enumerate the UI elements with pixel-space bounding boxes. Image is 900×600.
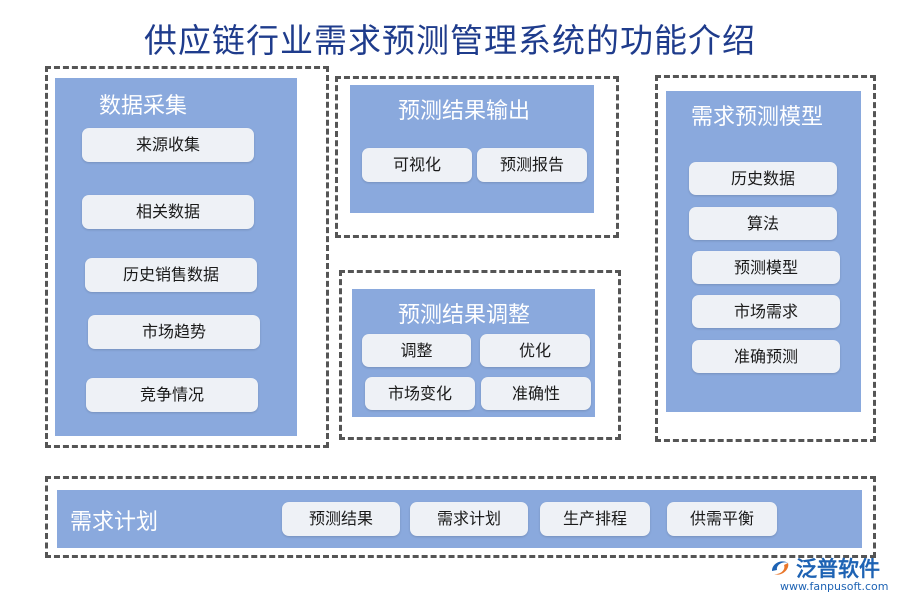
- demand-model-frame: [655, 75, 876, 442]
- forecast-output-panel: 预测结果输出 可视化 预测报告: [350, 85, 594, 213]
- demand-plan-item: 生产排程: [540, 502, 650, 536]
- data-collection-item: 市场趋势: [88, 315, 260, 349]
- forecast-output-item: 可视化: [362, 148, 472, 182]
- demand-plan-frame: [45, 476, 876, 558]
- logo-name: 泛普软件: [796, 557, 880, 581]
- forecast-output-frame: [335, 76, 619, 238]
- forecast-adjust-item: 调整: [362, 334, 471, 367]
- demand-plan-title: 需求计划: [70, 510, 159, 535]
- data-collection-item: 竞争情况: [86, 378, 258, 412]
- forecast-adjust-item: 市场变化: [365, 377, 475, 410]
- logo-url: www.fanpusoft.com: [780, 580, 889, 593]
- data-collection-item: 相关数据: [82, 195, 254, 229]
- forecast-adjust-item: 优化: [480, 334, 590, 367]
- demand-model-item: 预测模型: [692, 251, 840, 284]
- data-collection-frame: [45, 66, 329, 448]
- logo-swirl-icon: [772, 561, 789, 575]
- demand-plan-item: 预测结果: [282, 502, 400, 536]
- brand-logo: 泛普软件 www.fanpusoft.com: [768, 553, 893, 597]
- demand-plan-item: 供需平衡: [667, 502, 777, 536]
- forecast-output-title: 预测结果输出: [398, 99, 531, 124]
- forecast-adjust-frame: [339, 270, 621, 440]
- demand-model-item: 准确预测: [692, 340, 840, 373]
- demand-plan-item: 需求计划: [410, 502, 528, 536]
- demand-model-item: 历史数据: [689, 162, 837, 195]
- data-collection-title: 数据采集: [99, 94, 188, 119]
- forecast-adjust-item: 准确性: [481, 377, 591, 410]
- forecast-output-item: 预测报告: [477, 148, 587, 182]
- demand-model-item: 算法: [689, 207, 837, 240]
- data-collection-panel: 数据采集 来源收集 相关数据 历史销售数据 市场趋势 竞争情况: [55, 78, 297, 436]
- data-collection-item: 来源收集: [82, 128, 254, 162]
- demand-model-item: 市场需求: [692, 295, 840, 328]
- forecast-adjust-panel: 预测结果调整 调整 优化 市场变化 准确性: [352, 289, 595, 417]
- demand-plan-panel: 需求计划 预测结果 需求计划 生产排程 供需平衡: [57, 490, 862, 548]
- demand-model-title: 需求预测模型: [691, 105, 824, 130]
- page-title: 供应链行业需求预测管理系统的功能介绍: [144, 21, 756, 60]
- demand-model-panel: 需求预测模型 历史数据 算法 预测模型 市场需求 准确预测: [666, 91, 861, 412]
- data-collection-item: 历史销售数据: [85, 258, 257, 292]
- forecast-adjust-title: 预测结果调整: [398, 303, 531, 328]
